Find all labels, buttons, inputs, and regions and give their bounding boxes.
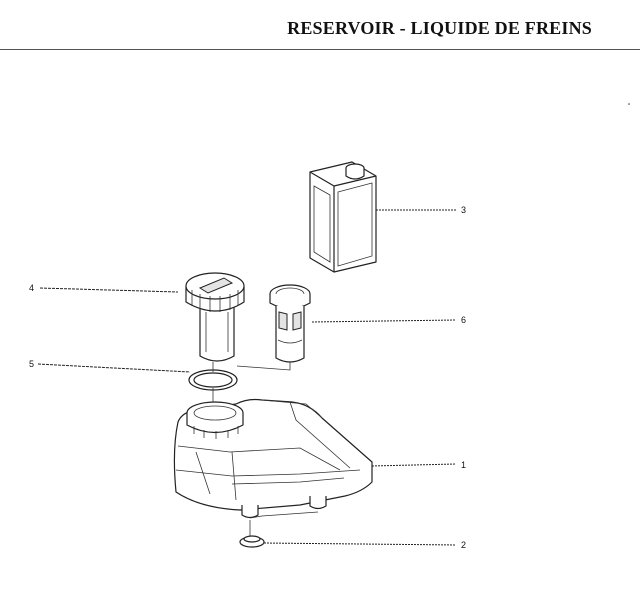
leader-lines bbox=[37, 209, 457, 546]
grommet bbox=[239, 535, 265, 548]
callout-5: 5 bbox=[29, 359, 34, 369]
reservoir bbox=[173, 398, 373, 519]
filler-cap bbox=[185, 272, 245, 362]
callout-2: 2 bbox=[461, 540, 466, 550]
speck bbox=[628, 103, 630, 105]
callout-4: 4 bbox=[29, 283, 34, 293]
assembly-lines bbox=[212, 362, 291, 536]
fluid-can bbox=[309, 161, 377, 273]
seal-ring bbox=[188, 369, 238, 391]
strainer bbox=[269, 284, 311, 363]
callout-1: 1 bbox=[461, 460, 466, 470]
callout-6: 6 bbox=[461, 315, 466, 325]
title-divider bbox=[0, 49, 640, 50]
callout-3: 3 bbox=[461, 205, 466, 215]
page-title: RESERVOIR - LIQUIDE DE FREINS bbox=[287, 18, 592, 38]
